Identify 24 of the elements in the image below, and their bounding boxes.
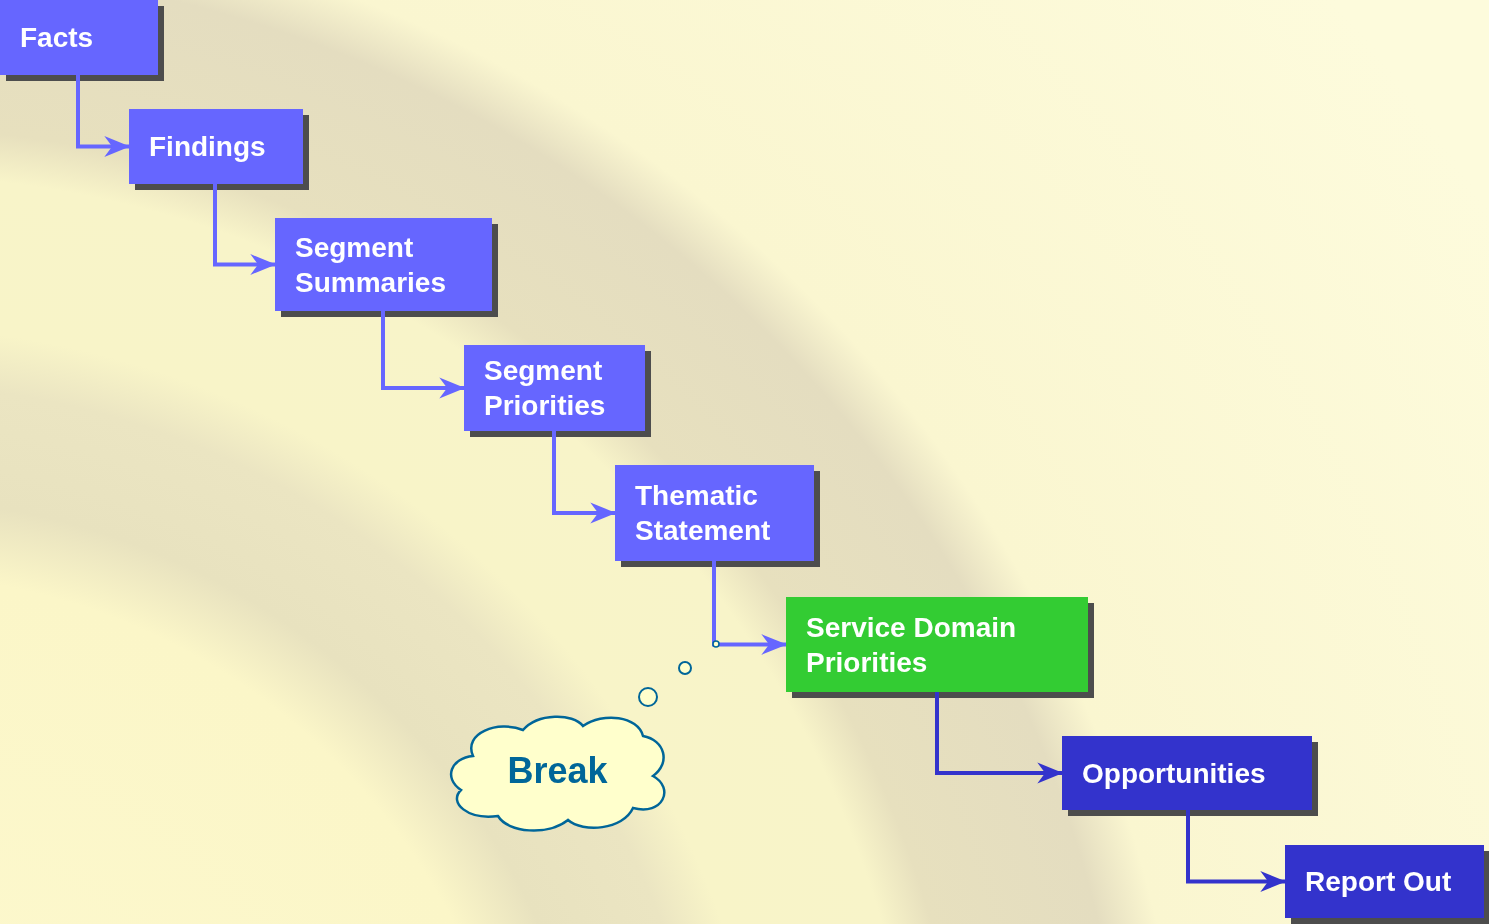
- process-box: [786, 597, 1088, 692]
- box-label: Facts: [20, 21, 94, 55]
- arrow: [1186, 810, 1287, 892]
- process-box: [275, 218, 492, 311]
- process-box: [1062, 736, 1312, 810]
- box-label: Opportunities: [1082, 756, 1266, 791]
- arrow: [552, 431, 617, 524]
- process-box: [0, 0, 158, 75]
- arrow: [712, 561, 788, 655]
- box-label: Segment Priorities: [484, 354, 607, 423]
- box-label: Report Out: [1305, 865, 1452, 899]
- process-box: [129, 109, 303, 184]
- box-label: Service Domain Priorities: [806, 610, 1018, 680]
- process-box: [615, 465, 814, 561]
- arrow: [381, 311, 466, 399]
- box-label: Segment Summaries: [295, 230, 447, 300]
- box-label: Thematic Statement: [635, 479, 772, 548]
- process-box: [464, 345, 645, 431]
- arrow: [935, 692, 1064, 784]
- cloud-label: Break: [507, 752, 608, 788]
- box-label: Findings: [149, 130, 266, 164]
- arrow: [76, 75, 131, 157]
- process-box: [1285, 845, 1484, 918]
- arrow: [213, 184, 277, 275]
